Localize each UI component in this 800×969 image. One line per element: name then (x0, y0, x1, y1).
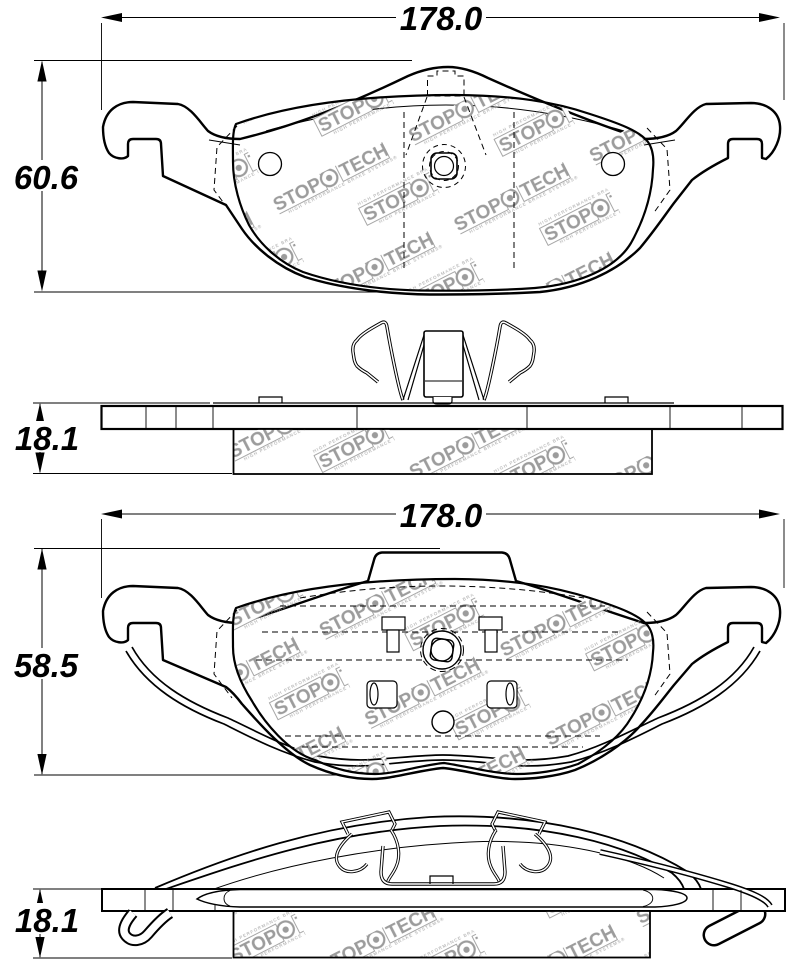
svg-text:58.5: 58.5 (14, 647, 79, 684)
svg-text:178.0: 178.0 (400, 0, 483, 37)
svg-text:178.0: 178.0 (400, 497, 483, 534)
svg-text:18.1: 18.1 (15, 902, 79, 939)
svg-text:60.6: 60.6 (14, 159, 79, 196)
svg-text:18.1: 18.1 (15, 420, 79, 457)
